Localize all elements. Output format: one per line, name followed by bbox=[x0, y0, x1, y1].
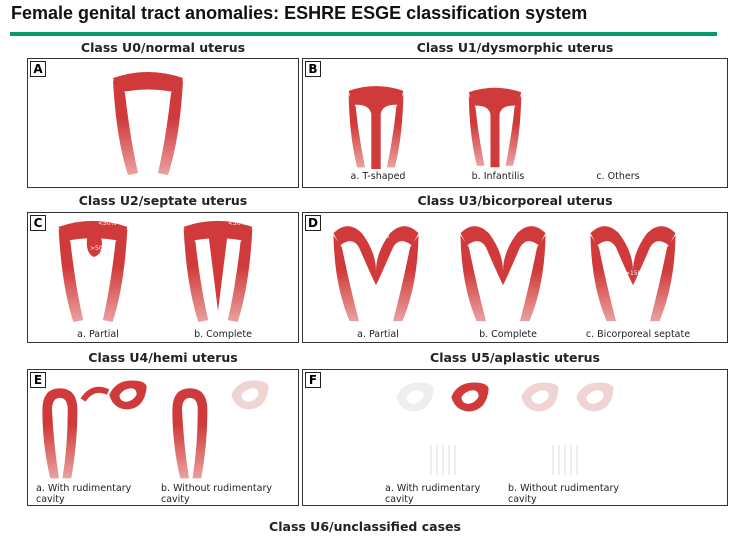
panel-letter: A bbox=[30, 61, 46, 77]
panel-u4: E a. With rudimentary cavity b. Without … bbox=[27, 369, 299, 506]
label-t-shaped: a. T-shaped bbox=[350, 171, 406, 182]
panel-letter: D bbox=[305, 215, 321, 231]
label-others: c. Others bbox=[596, 171, 640, 182]
label-complete: b. Complete bbox=[479, 329, 537, 340]
panel-u0: A bbox=[27, 58, 299, 188]
annotation: >50% bbox=[90, 245, 109, 252]
heading-u2: Class U2/septate uterus bbox=[78, 193, 248, 208]
annotation: >150% bbox=[625, 270, 648, 277]
annotation: <50% bbox=[98, 220, 117, 227]
septate-figures bbox=[58, 220, 253, 323]
label-with-rudimentary-cavity: a. With rudimentary cavity bbox=[36, 483, 132, 505]
heading-u0: Class U0/normal uterus bbox=[80, 40, 246, 55]
page-title: Female genital tract anomalies: ESHRE ES… bbox=[11, 3, 588, 23]
title-divider bbox=[10, 32, 717, 36]
panel-u5: F a. With rudimentary cavity b. Without … bbox=[302, 369, 728, 506]
label-infantilis: b. Infantilis bbox=[471, 171, 525, 182]
annotation: >50% bbox=[371, 233, 390, 240]
label-partial: a. Partial bbox=[357, 329, 399, 340]
panel-letter: E bbox=[30, 372, 46, 388]
heading-u4: Class U4/hemi uterus bbox=[88, 350, 238, 365]
label-complete: b. Complete bbox=[194, 329, 252, 340]
dysmorphic-figures bbox=[348, 86, 522, 169]
panel-letter: C bbox=[30, 215, 46, 231]
label-with-rudimentary-cavity: a. With rudimentary cavity bbox=[385, 483, 481, 505]
heading-u1: Class U1/dysmorphic uterus bbox=[416, 40, 614, 55]
bicorporeal-figures bbox=[333, 226, 676, 322]
panel-letter: B bbox=[305, 61, 321, 77]
panel-u3: D >50% >150% a. Partial b. Complete c. B… bbox=[302, 212, 728, 343]
heading-u5: Class U5/aplastic uterus bbox=[430, 350, 600, 365]
panel-u1: B a. T-shaped b. Infantilis c. Others bbox=[302, 58, 728, 188]
heading-u3: Class U3/bicorporeal uterus bbox=[417, 193, 613, 208]
label-without-rudimentary-cavity: b. Without rudimentary cavity bbox=[161, 483, 273, 505]
panel-u2: C <50% >50% <50% a. Partial b. Complete bbox=[27, 212, 299, 343]
normal-uterus-figure bbox=[113, 72, 183, 175]
label-bicorporeal-septate: c. Bicorporeal septate bbox=[585, 329, 691, 340]
label-without-rudimentary-cavity: b. Without rudimentary cavity bbox=[508, 483, 620, 505]
aplastic-uterus-figures bbox=[396, 382, 614, 475]
heading-u6: Class U6/unclassified cases bbox=[269, 519, 461, 534]
annotation: <50% bbox=[228, 220, 247, 227]
hemi-uterus-figures bbox=[42, 380, 269, 479]
label-partial: a. Partial bbox=[77, 329, 119, 340]
panel-letter: F bbox=[305, 372, 321, 388]
